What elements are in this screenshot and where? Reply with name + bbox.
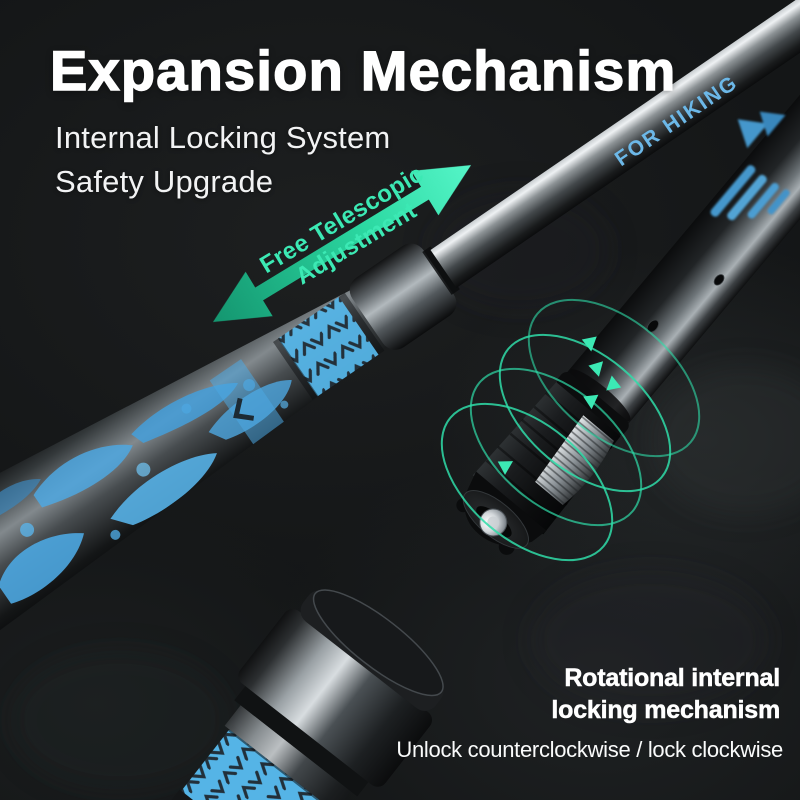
rotation-arrows-icon [440,298,701,562]
locking-note-line1: Rotational internal [564,664,780,692]
subtitle-line-1: Internal Locking System [55,120,391,155]
pole-collar [349,243,460,350]
page-title: Expansion Mechanism [49,38,677,102]
locking-note-line2: locking mechanism [551,695,780,724]
locking-note-caption: Unlock counterclockwise / lock clockwise [396,737,783,762]
locking-mechanism-closeup [456,76,800,555]
subtitle-line-2: Safety Upgrade [55,164,274,199]
brand-emblem [710,111,790,221]
bottom-pole-section [142,589,444,800]
telescopic-double-arrow-icon [213,165,472,322]
blue-camo-pattern [0,359,292,604]
locking-note-heading: Rotational internal locking mechanism [551,663,780,726]
